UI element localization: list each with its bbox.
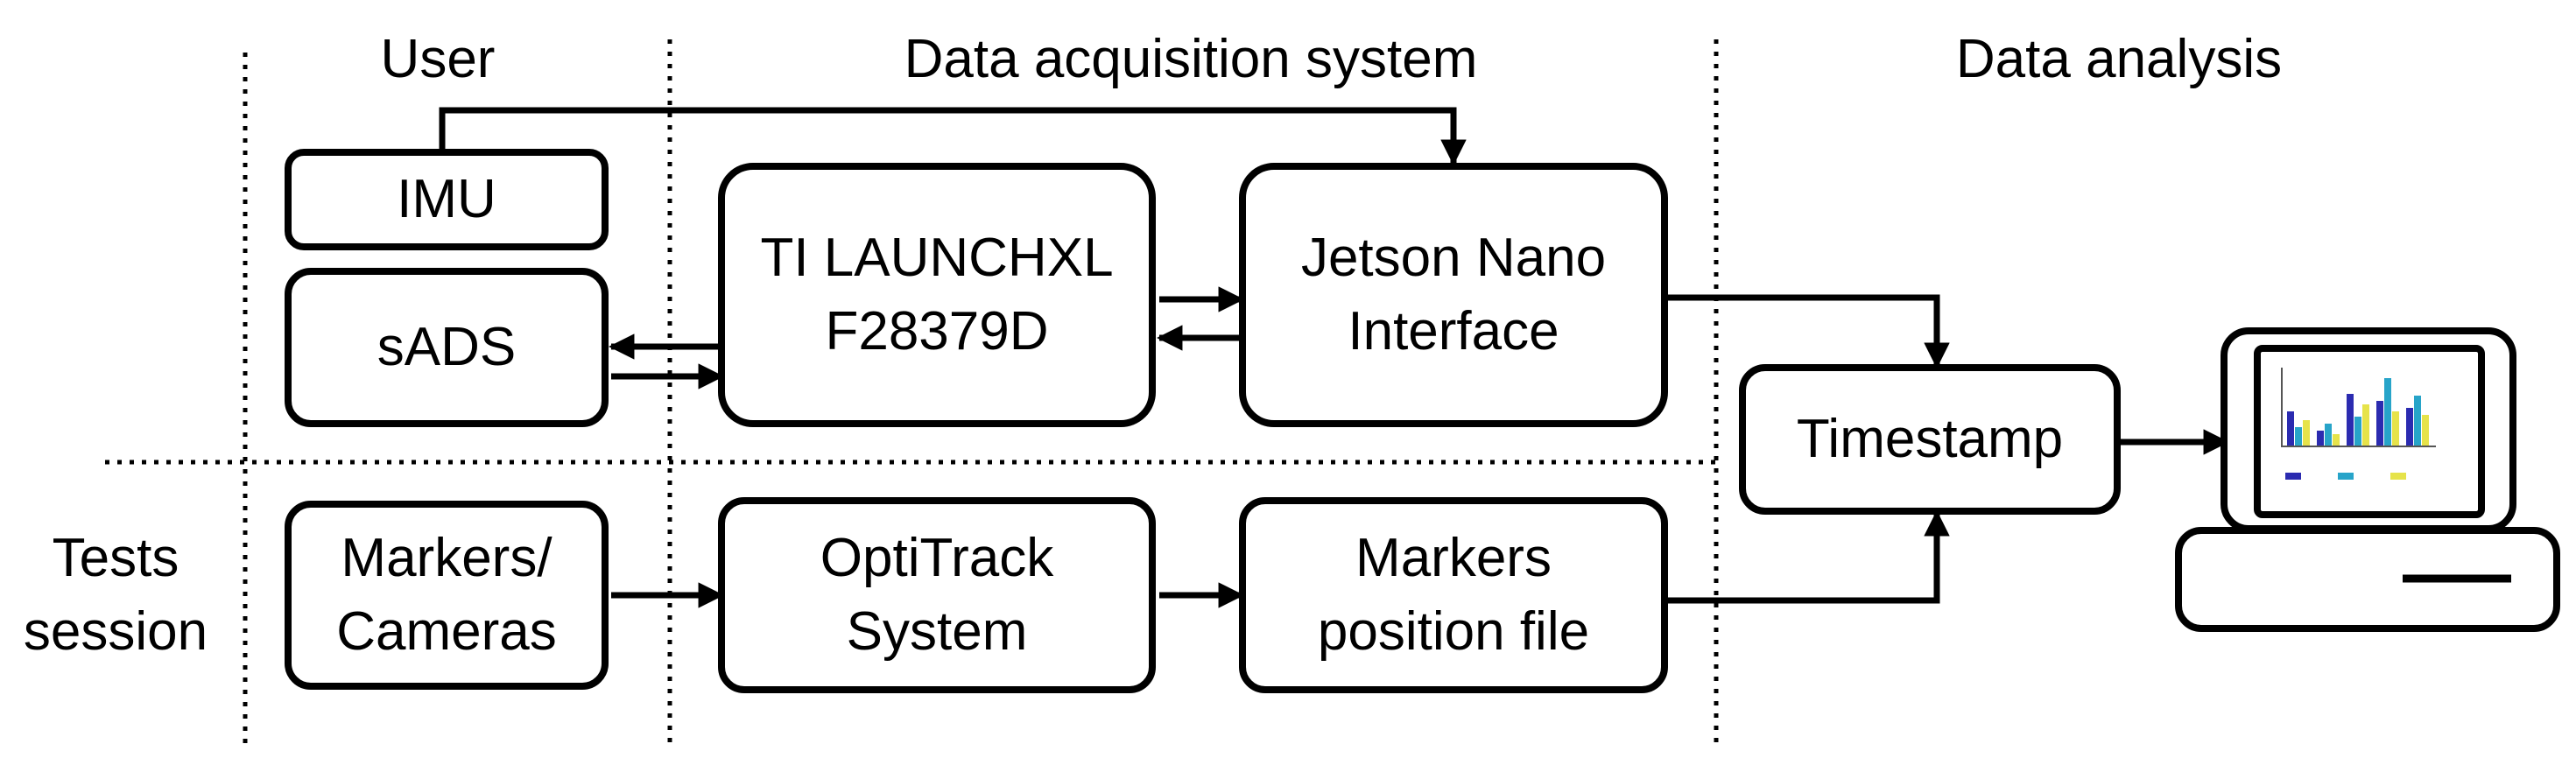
section-user-label: User [380, 29, 496, 89]
arrow-markersfile-to-timestamp [1664, 510, 1950, 604]
markers-cameras-box: Markers/ Cameras [285, 501, 609, 690]
bar-chart-thumbnail [2281, 368, 2436, 480]
thumbnail-bar [2414, 396, 2421, 446]
computer-icon [2175, 327, 2560, 632]
thumbnail-bar [2317, 431, 2324, 446]
thumbnail-bar [2406, 408, 2413, 446]
imu-box: IMU [285, 149, 609, 250]
ti-launchxl-box: TI LAUNCHXL F28379D [718, 163, 1156, 427]
thumbnail-bar [2333, 434, 2340, 446]
thumbnail-legend-swatch [2390, 473, 2406, 480]
arrow-jetson-to-timestamp [1664, 294, 1950, 368]
thumbnail-bar [2362, 404, 2369, 446]
jetson-nano-box: Jetson Nano Interface [1239, 163, 1668, 427]
section-tests-label: Tests session [23, 528, 208, 662]
thumbnail-bar [2392, 411, 2399, 446]
thumbnail-bar [2287, 411, 2294, 446]
thumbnail-bar [2303, 420, 2310, 446]
thumbnail-legend-swatch [2285, 473, 2301, 480]
thumbnail-bar [2384, 378, 2391, 446]
markers-position-file-box: Markers position file [1239, 497, 1668, 693]
section-daq-label: Data acquisition system [904, 29, 1478, 89]
thumbnail-legend-swatch [2338, 473, 2354, 480]
thumbnail-bar [2325, 424, 2332, 446]
thumbnail-axes [2281, 368, 2436, 447]
timestamp-box: Timestamp [1739, 364, 2121, 515]
thumbnail-bar [2347, 394, 2354, 446]
thumbnail-bar [2422, 415, 2429, 446]
thumbnail-bar [2354, 417, 2361, 446]
optitrack-box: OptiTrack System [718, 497, 1156, 693]
sads-box: sADS [285, 268, 609, 427]
section-analysis-label: Data analysis [1955, 29, 2283, 89]
arrow-imu-to-jetson [439, 107, 1467, 165]
thumbnail-bar [2295, 427, 2302, 446]
thumbnail-bar [2376, 401, 2383, 446]
